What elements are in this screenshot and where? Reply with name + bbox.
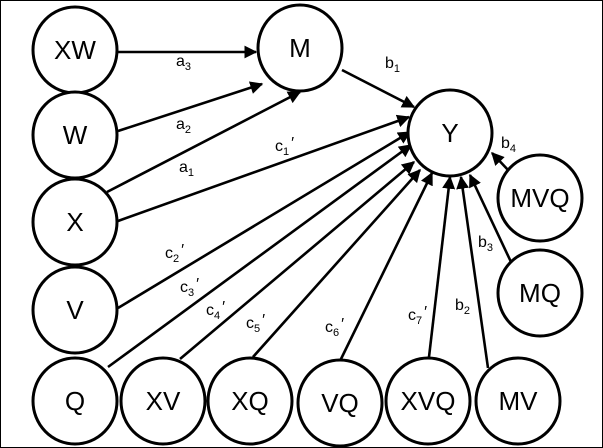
node-y: Y [406, 88, 494, 178]
node-label: XW [54, 35, 96, 65]
edge-mq-to-y [468, 173, 513, 263]
edge-xvq-to-y [427, 175, 456, 358]
arrow-line [117, 114, 411, 223]
arrow-line [106, 90, 302, 194]
edge-label-c1: c1′ [275, 135, 294, 158]
node-v: V [31, 265, 119, 355]
edge-xv-to-y [179, 161, 415, 360]
arrow-line [456, 175, 490, 369]
node-label: XVQ [401, 386, 456, 416]
edge-mvq-to-y [491, 152, 510, 172]
node-mq: MQ [496, 248, 584, 338]
node-label: MV [499, 386, 539, 416]
edge-label-a1: a1 [179, 159, 194, 179]
node-xw: XW [31, 5, 119, 95]
node-circle [296, 358, 384, 448]
arrow-line [252, 169, 421, 358]
node-xv: XV [119, 356, 207, 446]
edge-m-to-y [341, 68, 416, 109]
node-x: X [31, 177, 119, 267]
edge-label-b1: b1 [385, 55, 400, 75]
node-circle [496, 153, 584, 243]
arrow-line [427, 175, 456, 358]
node-q: Q [31, 356, 119, 446]
node-label: VQ [321, 388, 359, 418]
edge-label-c5: c5′ [246, 312, 265, 335]
edge-label-b3: b3 [478, 234, 493, 254]
node-circle [31, 177, 119, 267]
node-label: M [289, 33, 311, 63]
edge-x-to-y [117, 114, 411, 223]
node-circle [406, 88, 494, 178]
node-label: MQ [519, 278, 561, 308]
node-circle [256, 3, 344, 93]
node-label: V [66, 295, 84, 325]
edge-label-b2: b2 [455, 297, 470, 317]
edge-label-c2: c2′ [165, 242, 184, 265]
edge-label-a2: a2 [176, 116, 191, 136]
edge-w-to-m [117, 81, 264, 133]
edge-label-c3: c3′ [180, 276, 199, 299]
arrow-line [107, 143, 413, 369]
arrow-line [341, 68, 416, 109]
node-label: MVQ [510, 183, 569, 213]
arrow-line [179, 161, 415, 360]
arrow-line [491, 152, 510, 172]
arrow-line [468, 173, 513, 263]
edge-v-to-y [117, 130, 412, 310]
node-circle [384, 356, 472, 446]
edge-x-to-m [106, 90, 302, 194]
edge-q-to-y [107, 143, 413, 369]
node-circle [496, 248, 584, 338]
edge-mv-to-y [456, 175, 490, 369]
arrow-line [117, 81, 264, 133]
node-label: XQ [231, 386, 269, 416]
node-label: Y [441, 118, 458, 148]
node-circle [474, 356, 562, 446]
node-circle [206, 356, 294, 446]
edge-label-c6: c6′ [325, 316, 344, 339]
edge-label-a3: a3 [176, 53, 191, 73]
node-xq: XQ [206, 356, 294, 446]
node-m: M [256, 3, 344, 93]
node-circle [31, 265, 119, 355]
edge-label-b4: b4 [501, 135, 516, 155]
node-xvq: XVQ [384, 356, 472, 446]
arrow-line [339, 171, 434, 360]
edge-xq-to-y [252, 169, 421, 358]
arrow-line [117, 130, 412, 310]
node-w: W [31, 90, 119, 180]
node-mv: MV [474, 356, 562, 446]
node-vq: VQ [296, 358, 384, 448]
edge-vq-to-y [339, 171, 434, 360]
node-circle [119, 356, 207, 446]
node-label: X [66, 207, 83, 237]
node-label: W [63, 120, 88, 150]
node-mvq: MVQ [496, 153, 584, 243]
node-circle [31, 356, 119, 446]
node-label: Q [65, 386, 85, 416]
edge-label-c7: c7′ [408, 304, 427, 327]
edge-label-c4: c4′ [206, 299, 225, 322]
node-label: XV [146, 386, 181, 416]
